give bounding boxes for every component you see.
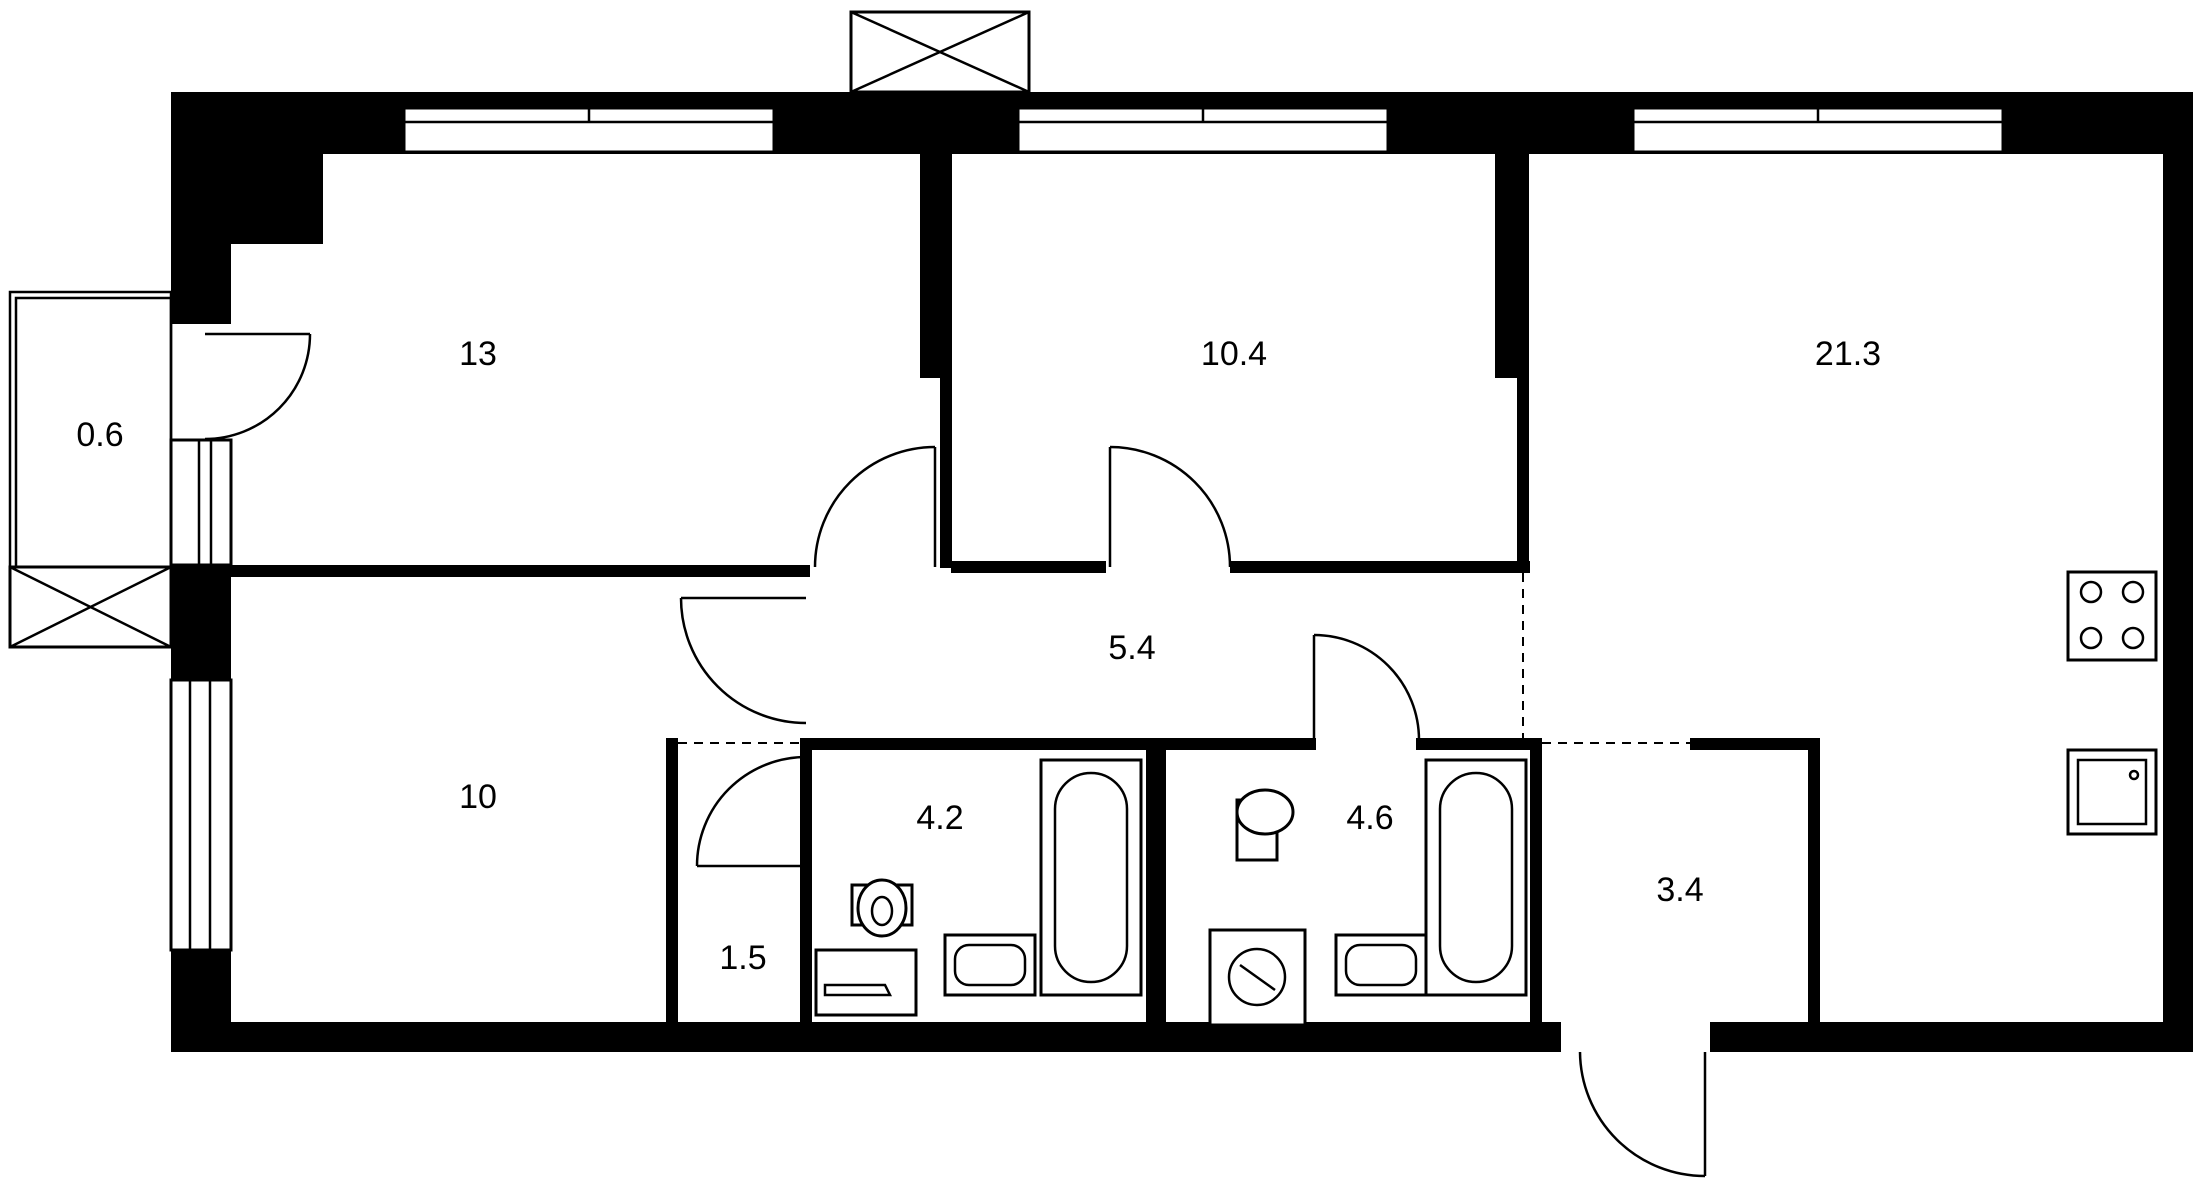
toilet-2	[1235, 788, 1295, 862]
washer-1	[814, 948, 918, 1017]
window-bedroom-2	[1016, 106, 1390, 154]
window-bedroom-3	[169, 678, 233, 952]
door-bathroom-2	[1312, 633, 1421, 741]
area-label-bathroom-1: 4.2	[916, 799, 963, 837]
washer-2	[1208, 928, 1307, 1027]
area-labels: 0.6 13 10.4 21.3 5.4 10 4.2 4.6 1.5 3.4	[76, 335, 1881, 977]
area-label-bedroom-1: 13	[459, 335, 497, 373]
balcony	[8, 290, 173, 649]
window-bedroom-1	[402, 106, 776, 154]
window-kitchen	[1631, 106, 2005, 154]
door-bedroom-1	[813, 445, 937, 568]
area-label-bathroom-2: 4.6	[1346, 799, 1393, 837]
interior-walls	[230, 150, 1820, 1022]
stove	[2066, 570, 2158, 662]
ventilation-shaft	[849, 10, 1031, 94]
area-label-balcony: 0.6	[76, 416, 123, 454]
area-label-bedroom-2: 10.4	[1201, 335, 1267, 373]
area-label-closet: 1.5	[719, 939, 766, 977]
toilet-1	[850, 878, 914, 938]
area-label-kitchen-living: 21.3	[1815, 335, 1881, 373]
door-closet	[695, 755, 807, 868]
door-bedroom-2	[1108, 445, 1232, 568]
area-label-entrance: 3.4	[1656, 871, 1703, 909]
door-balcony	[204, 332, 312, 441]
exterior-walls	[171, 92, 2193, 1052]
kitchen-sink	[2066, 748, 2158, 836]
bathtub-1	[1039, 758, 1143, 997]
door-entrance	[1578, 1051, 1707, 1178]
bathtub-2	[1424, 758, 1528, 997]
door-bedroom-3	[679, 596, 807, 725]
zone-separators	[678, 573, 1690, 744]
sink-1	[943, 933, 1037, 997]
window-balcony-door	[169, 438, 233, 567]
area-label-bedroom-3: 10	[459, 778, 497, 816]
area-label-hallway: 5.4	[1108, 629, 1155, 667]
sink-2	[1334, 933, 1428, 997]
